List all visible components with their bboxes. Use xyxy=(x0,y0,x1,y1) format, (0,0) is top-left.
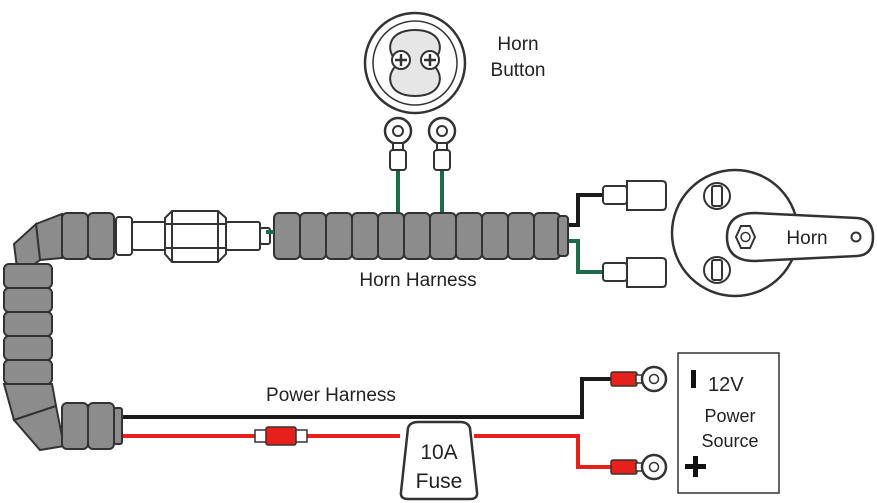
power-harness-wires xyxy=(120,377,612,469)
fuse-label-line2: Fuse xyxy=(416,470,463,493)
spade-connector-bottom xyxy=(602,257,667,288)
horn xyxy=(670,168,875,298)
horn-harness-label: Horn Harness xyxy=(359,270,476,291)
horn-button-label-line2: Button xyxy=(491,60,546,81)
butt-connector xyxy=(254,426,308,446)
minus-terminal-icon xyxy=(691,370,696,388)
power-harness-label: Power Harness xyxy=(266,385,396,406)
power-source-label-line2: Power xyxy=(704,406,755,426)
screw-right-icon xyxy=(420,50,440,70)
battery-terminal-black xyxy=(610,365,668,393)
hex-bolt-icon xyxy=(734,225,757,249)
power-source-label-line3: Source xyxy=(701,431,758,451)
plus-terminal-icon xyxy=(685,456,706,477)
power-source xyxy=(677,352,780,494)
horn-label: Horn xyxy=(786,228,827,249)
fuse xyxy=(399,420,479,501)
power-source-label-line1: 12V xyxy=(708,374,744,396)
horn-button-wires xyxy=(383,116,457,222)
harness-connector-housing xyxy=(115,210,271,263)
wire-loom xyxy=(2,212,569,452)
ring-terminal-left xyxy=(383,116,413,171)
horn-harness-output-wires xyxy=(566,193,605,274)
fuse-label-line1: 10A xyxy=(420,441,457,464)
spade-connector-top xyxy=(602,180,667,211)
ring-terminal-right xyxy=(427,116,457,171)
horn-button xyxy=(363,11,467,115)
horn-terminal-bottom xyxy=(703,256,731,284)
screw-left-icon xyxy=(391,50,411,70)
horn-terminal-top xyxy=(703,182,731,210)
battery-terminal-red xyxy=(610,453,668,481)
horn-button-label-line1: Horn xyxy=(497,34,538,55)
